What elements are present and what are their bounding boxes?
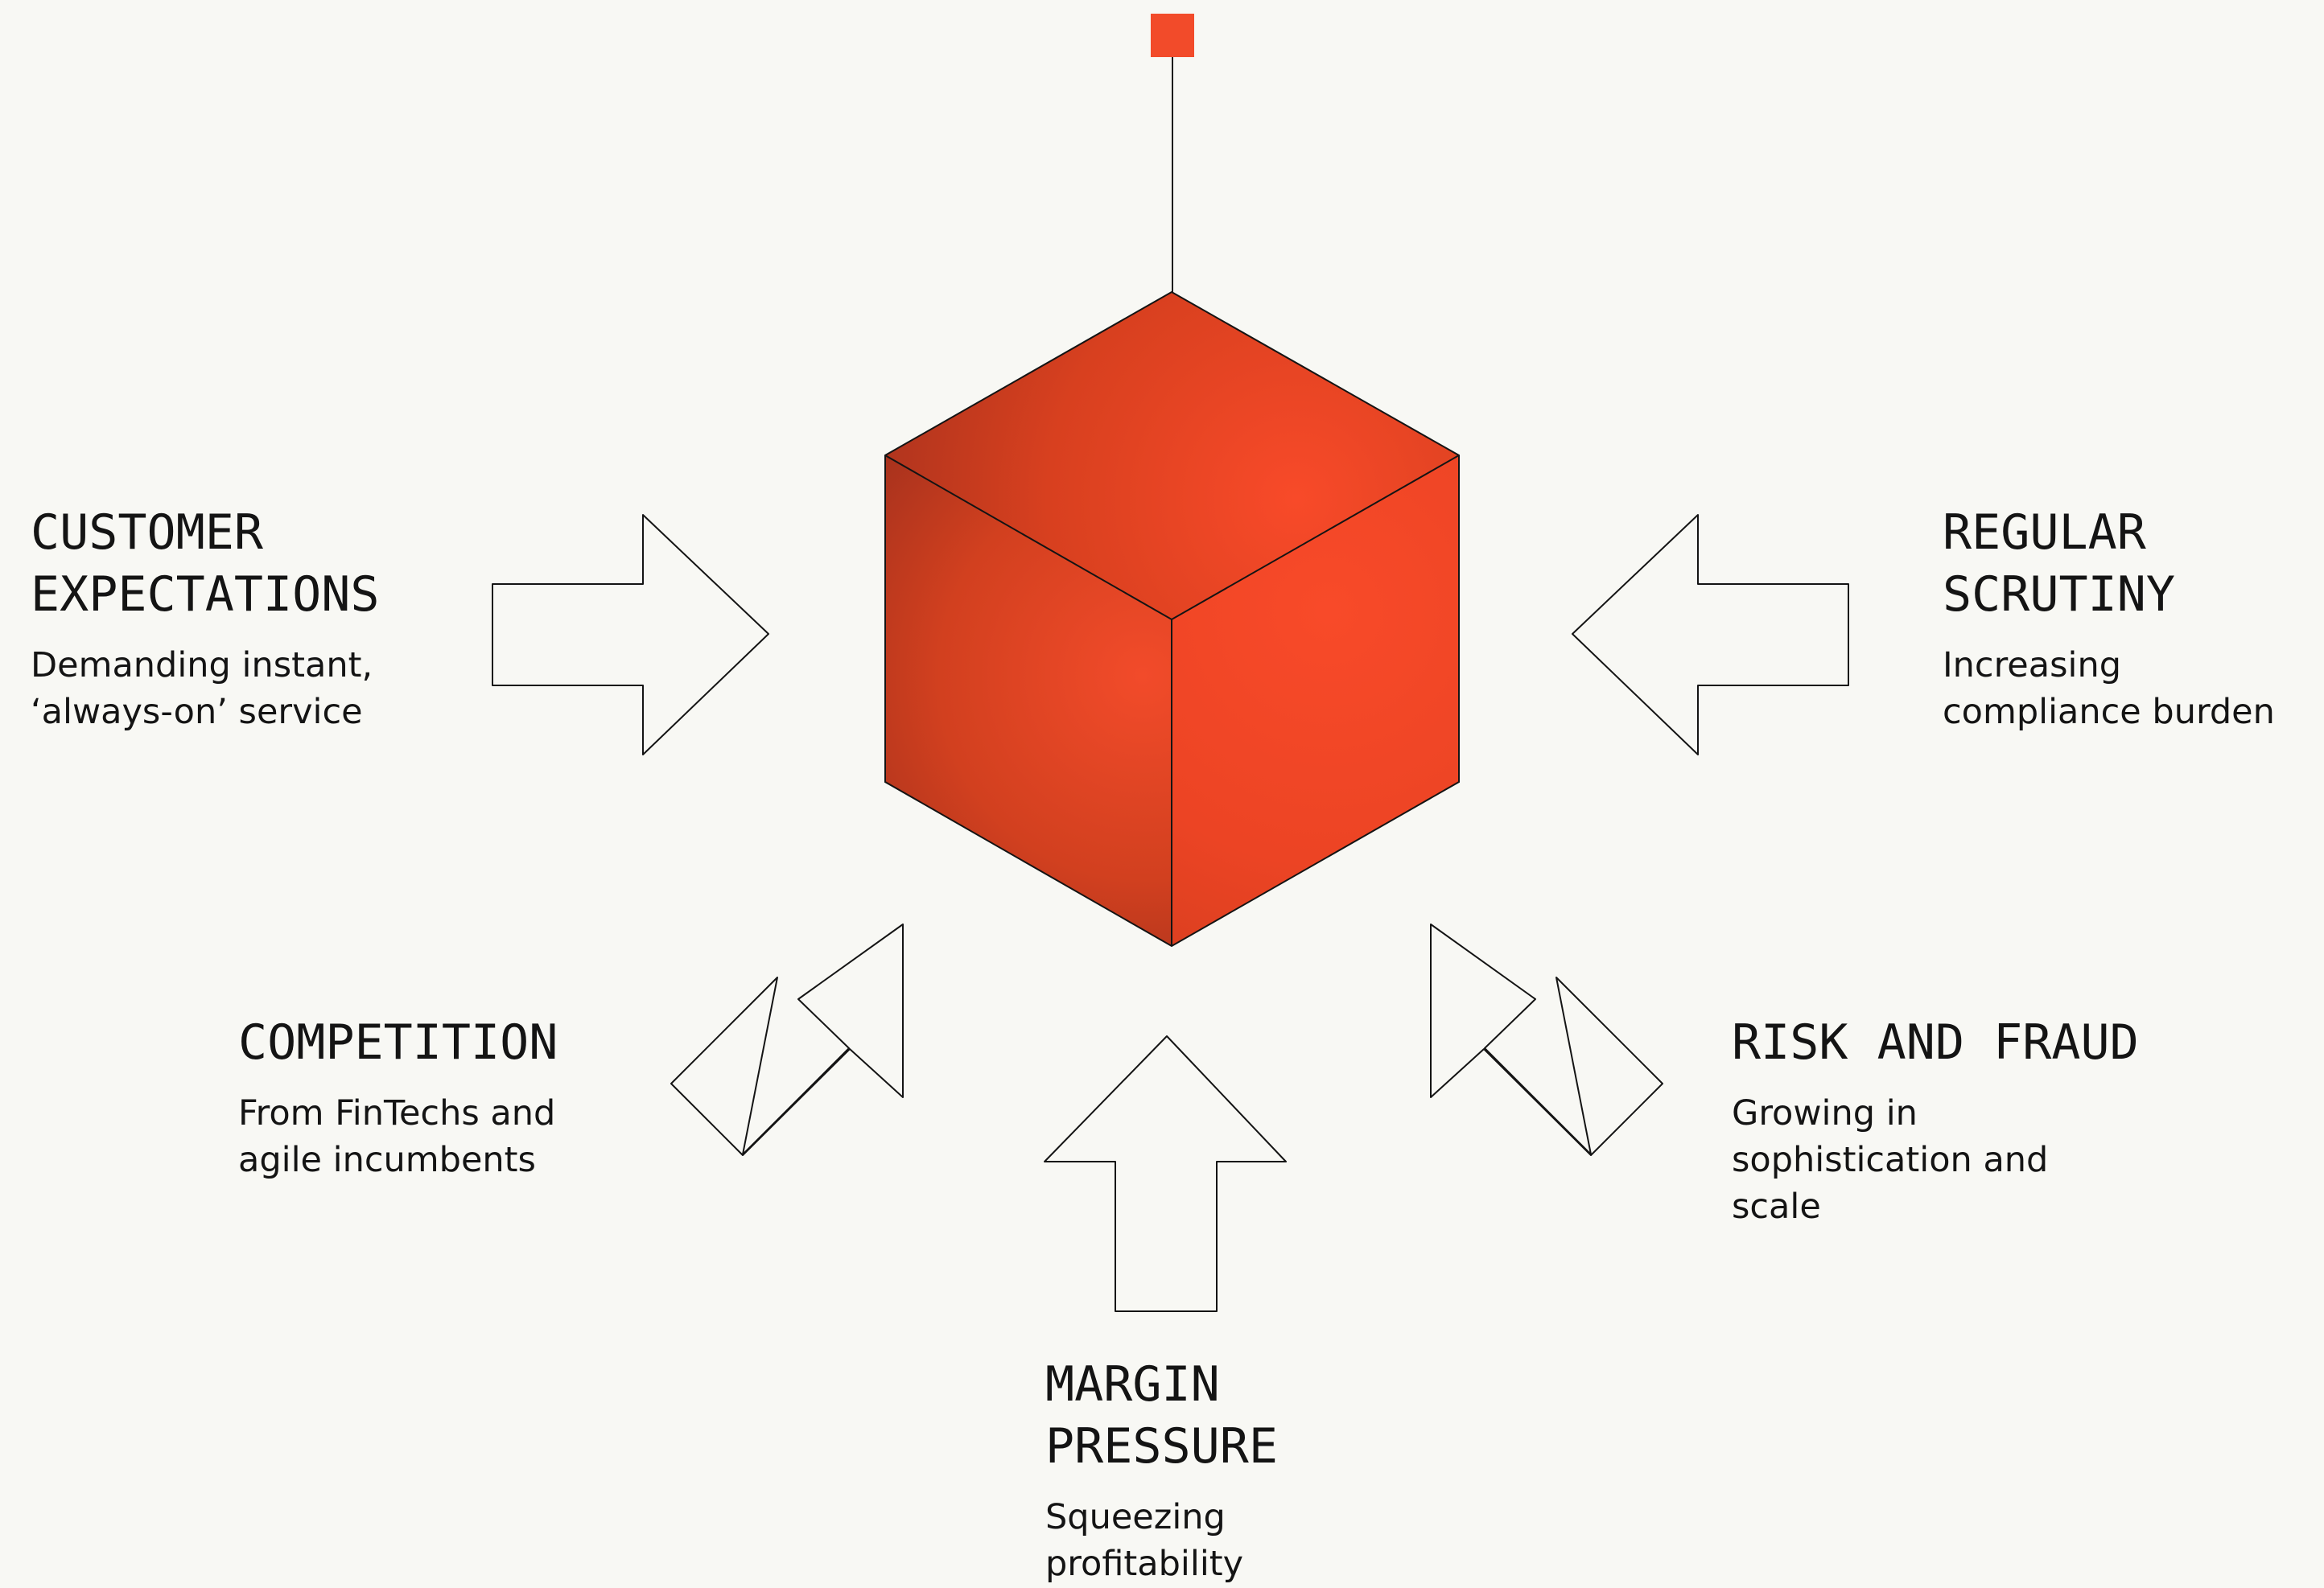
force-customer-expectations: CUSTOMER EXPECTATIONS Demanding instant,… (31, 502, 379, 735)
title-line: REGULAR (1943, 504, 2146, 561)
force-title: REGULAR SCRUTINY (1943, 502, 2275, 626)
arrow-right-icon (492, 514, 769, 755)
arrow-up-icon (1044, 1035, 1287, 1312)
desc-line: agile incumbents (238, 1140, 536, 1180)
arrow-up-left-icon (1430, 924, 1663, 1156)
title-line: MARGIN (1045, 1356, 1220, 1413)
desc-line: Growing in (1732, 1093, 1918, 1133)
desc-line: From FinTechs and (238, 1093, 556, 1133)
desc-line: sophistication and (1732, 1140, 2049, 1180)
force-description: Squeezing profitability (1045, 1494, 1278, 1587)
arrow-up-right-icon (670, 924, 904, 1156)
force-regular-scrutiny: REGULAR SCRUTINY Increasing compliance b… (1943, 502, 2275, 735)
title-line: CUSTOMER (31, 504, 263, 561)
cube-icon (884, 290, 1460, 948)
title-line: EXPECTATIONS (31, 566, 380, 623)
arrow-left-icon (1572, 514, 1849, 755)
force-risk-and-fraud: RISK AND FRAUD Growing in sophistication… (1732, 1012, 2139, 1230)
desc-line: compliance burden (1943, 692, 2275, 732)
cube-outline (884, 290, 1460, 948)
force-title: RISK AND FRAUD (1732, 1012, 2139, 1074)
desc-line: Demanding instant, (31, 645, 373, 685)
square-marker-icon (1151, 14, 1194, 57)
title-line: SCRUTINY (1943, 566, 2175, 623)
force-title: COMPETITION (238, 1012, 558, 1074)
force-title: MARGIN PRESSURE (1045, 1354, 1278, 1478)
desc-line: Increasing (1943, 645, 2122, 685)
force-description: Increasing compliance burden (1943, 642, 2275, 735)
force-description: Demanding instant, ‘always-on’ service (31, 642, 379, 735)
desc-line: scale (1732, 1187, 1821, 1227)
force-margin-pressure: MARGIN PRESSURE Squeezing profitability (1045, 1354, 1278, 1587)
force-description: From FinTechs and agile incumbents (238, 1090, 558, 1183)
force-competition: COMPETITION From FinTechs and agile incu… (238, 1012, 558, 1183)
title-line: PRESSURE (1045, 1418, 1278, 1475)
cube-left-face (885, 455, 1172, 946)
desc-line: ‘always-on’ service (31, 692, 363, 732)
cube-right-face (1172, 455, 1459, 946)
title-line: COMPETITION (238, 1014, 558, 1071)
force-description: Growing in sophistication and scale (1732, 1090, 2139, 1230)
title-line: RISK AND FRAUD (1732, 1014, 2139, 1071)
desc-line: Squeezing (1045, 1497, 1226, 1537)
desc-line: profitability (1045, 1544, 1244, 1584)
force-title: CUSTOMER EXPECTATIONS (31, 502, 379, 626)
